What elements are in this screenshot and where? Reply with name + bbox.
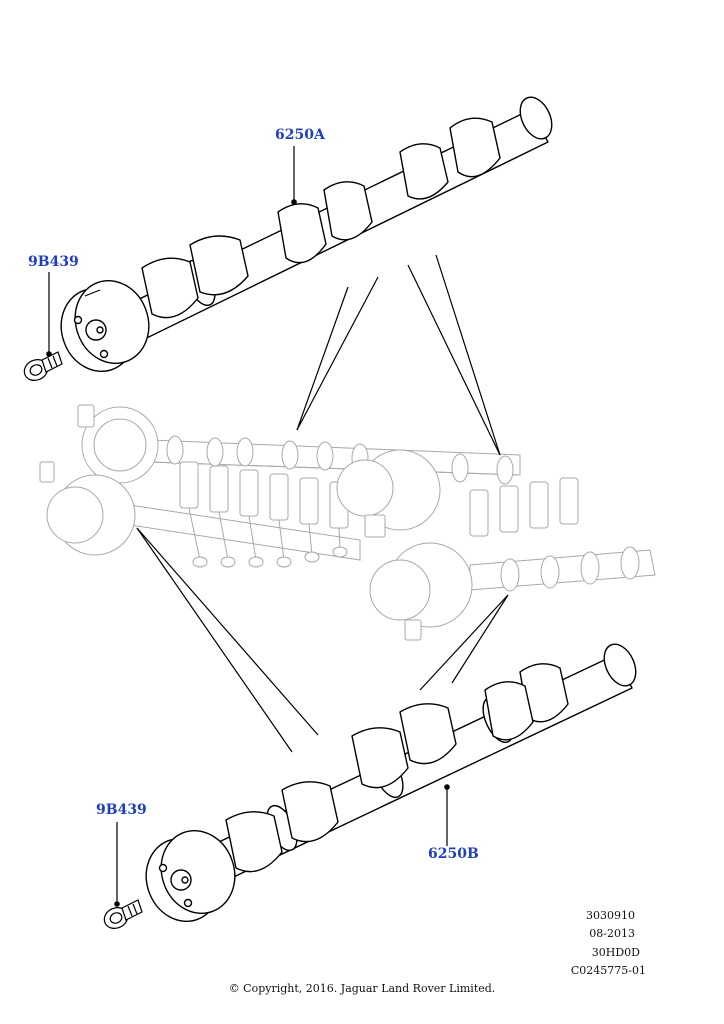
bolt-9b439-bottom-drawing [103,899,143,929]
reference-code: 30HD0D [591,946,640,959]
reference-number: 3030910 [586,909,635,922]
reference-illustration-id: C0245775-01 [570,964,646,977]
copyright-notice: © Copyright, 2016. Jaguar Land Rover Lim… [228,982,496,995]
bolt-9b439-top-drawing [23,351,63,381]
camshaft-6250b-drawing [145,643,637,923]
part-label-9b439-bottom[interactable]: 9B439 [96,802,147,818]
part-label-6250b[interactable]: 6250B [428,846,479,862]
reference-date: 08-2013 [589,927,635,940]
part-label-9b439-top[interactable]: 9B439 [28,254,79,270]
part-label-6250a[interactable]: 6250A [275,127,325,143]
engine-assembly-background [39,404,656,641]
leader-lines [46,146,509,907]
camshaft-6250a-drawing [60,96,553,373]
